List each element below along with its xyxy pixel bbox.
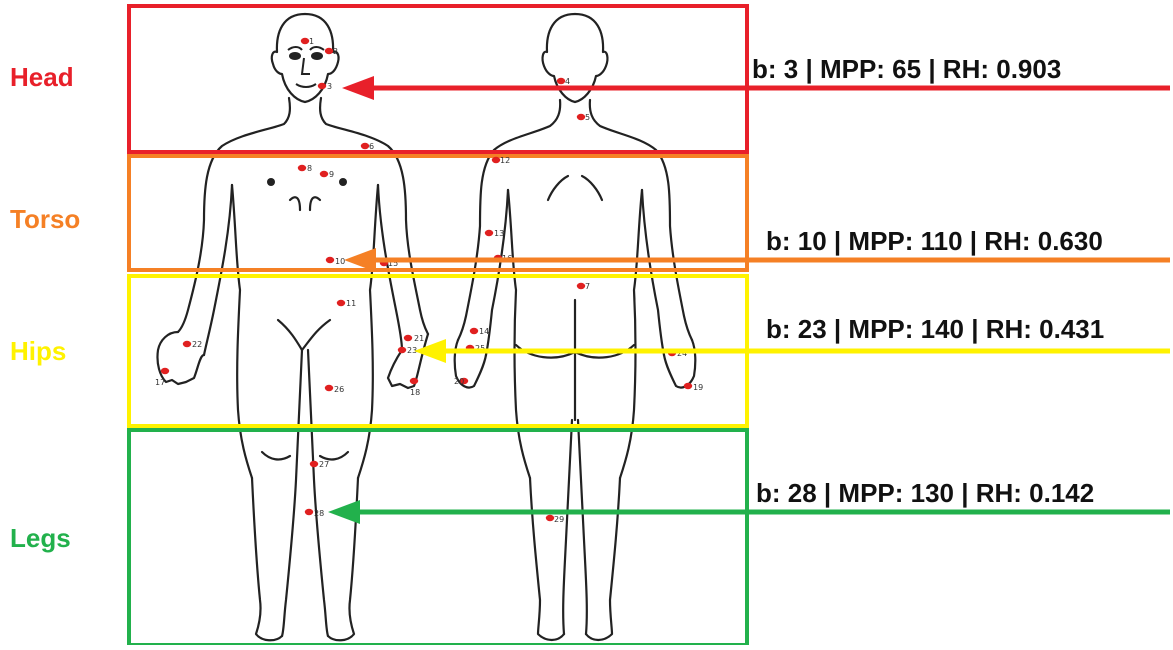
point-dot — [398, 347, 406, 353]
body-point: 13 — [485, 229, 504, 238]
point-dot — [557, 78, 565, 84]
point-dot — [320, 171, 328, 177]
front-body-figure — [157, 14, 428, 640]
body-point: 29 — [546, 515, 564, 524]
point-dot — [301, 38, 309, 44]
point-label: 22 — [192, 340, 202, 349]
body-point: 21 — [404, 334, 424, 343]
head-region-box — [129, 6, 747, 152]
back-body-figure — [455, 14, 696, 640]
torso-region-box — [129, 156, 747, 270]
body-point: 22 — [183, 340, 202, 349]
point-dot — [298, 165, 306, 171]
point-dot — [337, 300, 345, 306]
point-dot — [318, 83, 326, 89]
point-dot — [410, 378, 418, 384]
body-point: 2 — [325, 47, 338, 56]
annotation-head: b: 3 | MPP: 65 | RH: 0.903 — [752, 54, 1061, 85]
measurement-points: 1234567891011121314151617181920212223242… — [155, 37, 703, 524]
body-point: 5 — [577, 113, 590, 122]
body-point: 20 — [454, 377, 468, 386]
body-point: 10 — [326, 257, 345, 266]
annotation-legs: b: 28 | MPP: 130 | RH: 0.142 — [756, 478, 1094, 509]
point-dot — [183, 341, 191, 347]
point-label: 28 — [314, 509, 324, 518]
body-point: 12 — [492, 156, 510, 165]
front-face — [288, 47, 324, 87]
body-point: 4 — [557, 77, 570, 86]
point-label: 10 — [335, 257, 345, 266]
point-dot — [310, 461, 318, 467]
body-point: 9 — [320, 170, 334, 179]
point-label: 1 — [309, 37, 314, 46]
body-point: 19 — [684, 383, 703, 392]
point-dot — [577, 283, 585, 289]
nipple-marker — [267, 178, 275, 186]
point-label: 7 — [585, 282, 590, 291]
point-label: 8 — [307, 164, 312, 173]
body-point: 6 — [361, 142, 374, 151]
point-label: 12 — [500, 156, 510, 165]
point-dot — [470, 328, 478, 334]
body-point: 1 — [301, 37, 314, 46]
point-dot — [161, 368, 169, 374]
point-dot — [305, 509, 313, 515]
body-point: 14 — [470, 327, 489, 336]
point-label: 11 — [346, 299, 356, 308]
nipple-marker — [339, 178, 347, 186]
point-dot — [404, 335, 412, 341]
point-label: 27 — [319, 460, 329, 469]
point-dot — [325, 48, 333, 54]
point-label: 5 — [585, 113, 590, 122]
point-dot — [684, 383, 692, 389]
point-dot — [361, 143, 369, 149]
point-label: 3 — [327, 82, 332, 91]
point-label: 6 — [369, 142, 374, 151]
point-label: 17 — [155, 378, 165, 387]
point-dot — [485, 230, 493, 236]
point-label: 19 — [693, 383, 703, 392]
body-point: 7 — [577, 282, 590, 291]
annotation-hips: b: 23 | MPP: 140 | RH: 0.431 — [766, 314, 1104, 345]
body-point: 17 — [155, 368, 169, 387]
body-point: 28 — [305, 509, 324, 518]
point-label: 4 — [565, 77, 570, 86]
point-label: 13 — [494, 229, 504, 238]
point-dot — [492, 157, 500, 163]
point-dot — [577, 114, 585, 120]
point-dot — [325, 385, 333, 391]
point-label: 20 — [454, 377, 464, 386]
point-label: 18 — [410, 388, 420, 397]
body-point: 18 — [410, 378, 420, 397]
annotation-torso: b: 10 | MPP: 110 | RH: 0.630 — [766, 226, 1103, 257]
body-point: 8 — [298, 164, 312, 173]
point-label: 26 — [334, 385, 344, 394]
point-label: 29 — [554, 515, 564, 524]
point-dot — [326, 257, 334, 263]
region-label-legs: Legs — [10, 523, 71, 554]
body-point: 26 — [325, 385, 344, 394]
region-label-head: Head — [10, 62, 74, 93]
point-label: 2 — [333, 47, 338, 56]
point-dot — [546, 515, 554, 521]
point-label: 21 — [414, 334, 424, 343]
region-label-hips: Hips — [10, 336, 66, 367]
point-label: 14 — [479, 327, 489, 336]
point-label: 9 — [329, 170, 334, 179]
body-point: 11 — [337, 299, 356, 308]
legs-region-box — [129, 430, 747, 645]
region-label-torso: Torso — [10, 204, 80, 235]
